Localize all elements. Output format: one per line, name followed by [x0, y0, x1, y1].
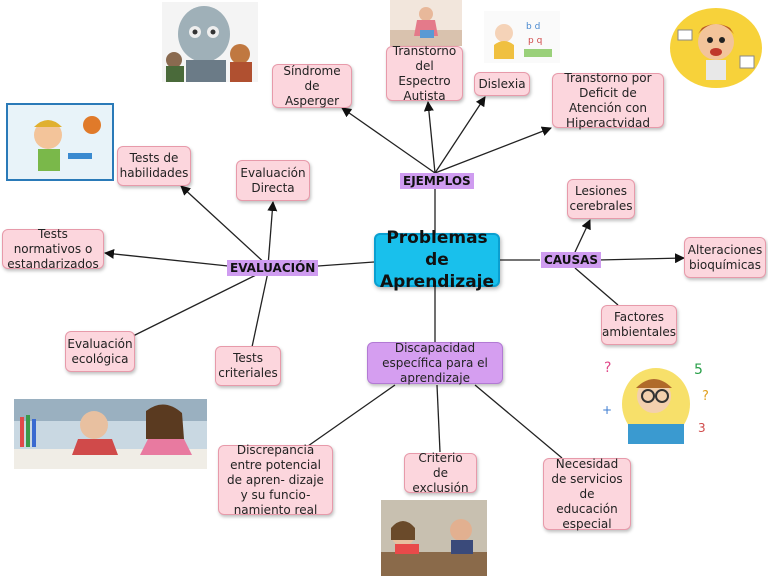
dyslexia-drawing-image: b d p q	[484, 11, 560, 63]
thinking-boy-image: ? 5 ? + 3	[594, 352, 724, 452]
node-transtorno-espectro-autista[interactable]: Transtorno del Espectro Autista	[386, 46, 463, 101]
node-tests-criteriales[interactable]: Tests criteriales	[215, 346, 281, 386]
arrow-asperger	[342, 108, 435, 173]
node-servicios-educacion-especial[interactable]: Necesidad de servicios de educación espe…	[543, 458, 631, 530]
arrow-bioquimicas	[598, 258, 684, 260]
node-factores-ambientales[interactable]: Factores ambientales	[601, 305, 677, 345]
svg-text:p q: p q	[528, 36, 542, 46]
node-tests-normativos[interactable]: Tests normativos o estandarizados	[2, 229, 104, 269]
svg-text:5: 5	[694, 362, 703, 378]
line-exclusion	[437, 385, 440, 452]
node-dislexia[interactable]: Dislexia	[474, 72, 530, 96]
svg-text:3: 3	[698, 421, 706, 435]
arrow-lesiones	[575, 220, 590, 252]
line-discrepancia	[308, 385, 395, 446]
node-discrepancia[interactable]: Discrepancia entre potencial de apren- d…	[218, 445, 333, 515]
arrow-directa	[268, 202, 273, 266]
node-criterio-de-exclusion[interactable]: Criterio de exclusión	[404, 453, 477, 493]
line-ambientales	[575, 268, 618, 305]
node-tests-de-habilidades[interactable]: Tests de habilidades	[117, 146, 191, 186]
svg-text:+: +	[602, 403, 612, 417]
girl-with-book-image	[390, 0, 462, 46]
arrow-dislexia	[435, 97, 485, 173]
line-ecologica	[133, 272, 262, 336]
arrow-normativos	[105, 253, 228, 266]
svg-text:?: ?	[604, 360, 611, 376]
node-discapacidad-especifica[interactable]: Discapacidad específica para el aprendiz…	[367, 342, 503, 384]
label-evaluacion: EVALUACIÓN	[227, 260, 318, 276]
svg-text:?: ?	[702, 389, 709, 404]
central-topic-problemas-de-aprendizaje[interactable]: Problemas de Aprendizaje	[374, 233, 500, 287]
svg-text:b d: b d	[526, 22, 540, 32]
classroom-image	[381, 500, 487, 576]
node-evaluacion-ecologica[interactable]: Evaluación ecológica	[65, 331, 135, 372]
arrow-tdah	[435, 128, 551, 173]
label-ejemplos: EJEMPLOS	[400, 173, 474, 189]
children-writing-image	[14, 399, 207, 469]
node-evaluacion-directa[interactable]: Evaluación Directa	[236, 160, 310, 201]
node-alteraciones-bioquimicas[interactable]: Alteraciones bioquímicas	[684, 237, 766, 278]
girl-student-image	[162, 2, 258, 82]
sporty-boy-image	[6, 103, 114, 181]
label-causas: CAUSAS	[541, 252, 601, 268]
line-criteriales	[252, 272, 268, 347]
line-servicios	[475, 385, 562, 458]
arrow-autismo	[428, 102, 435, 173]
hyperactive-boy-image	[668, 6, 764, 90]
node-lesiones-cerebrales[interactable]: Lesiones cerebrales	[567, 179, 635, 219]
line-central-evaluacion	[318, 262, 374, 266]
node-sindrome-de-asperger[interactable]: Síndrome de Asperger	[272, 64, 352, 108]
node-tdah[interactable]: Transtorno por Deficit de Atención con H…	[552, 73, 664, 128]
